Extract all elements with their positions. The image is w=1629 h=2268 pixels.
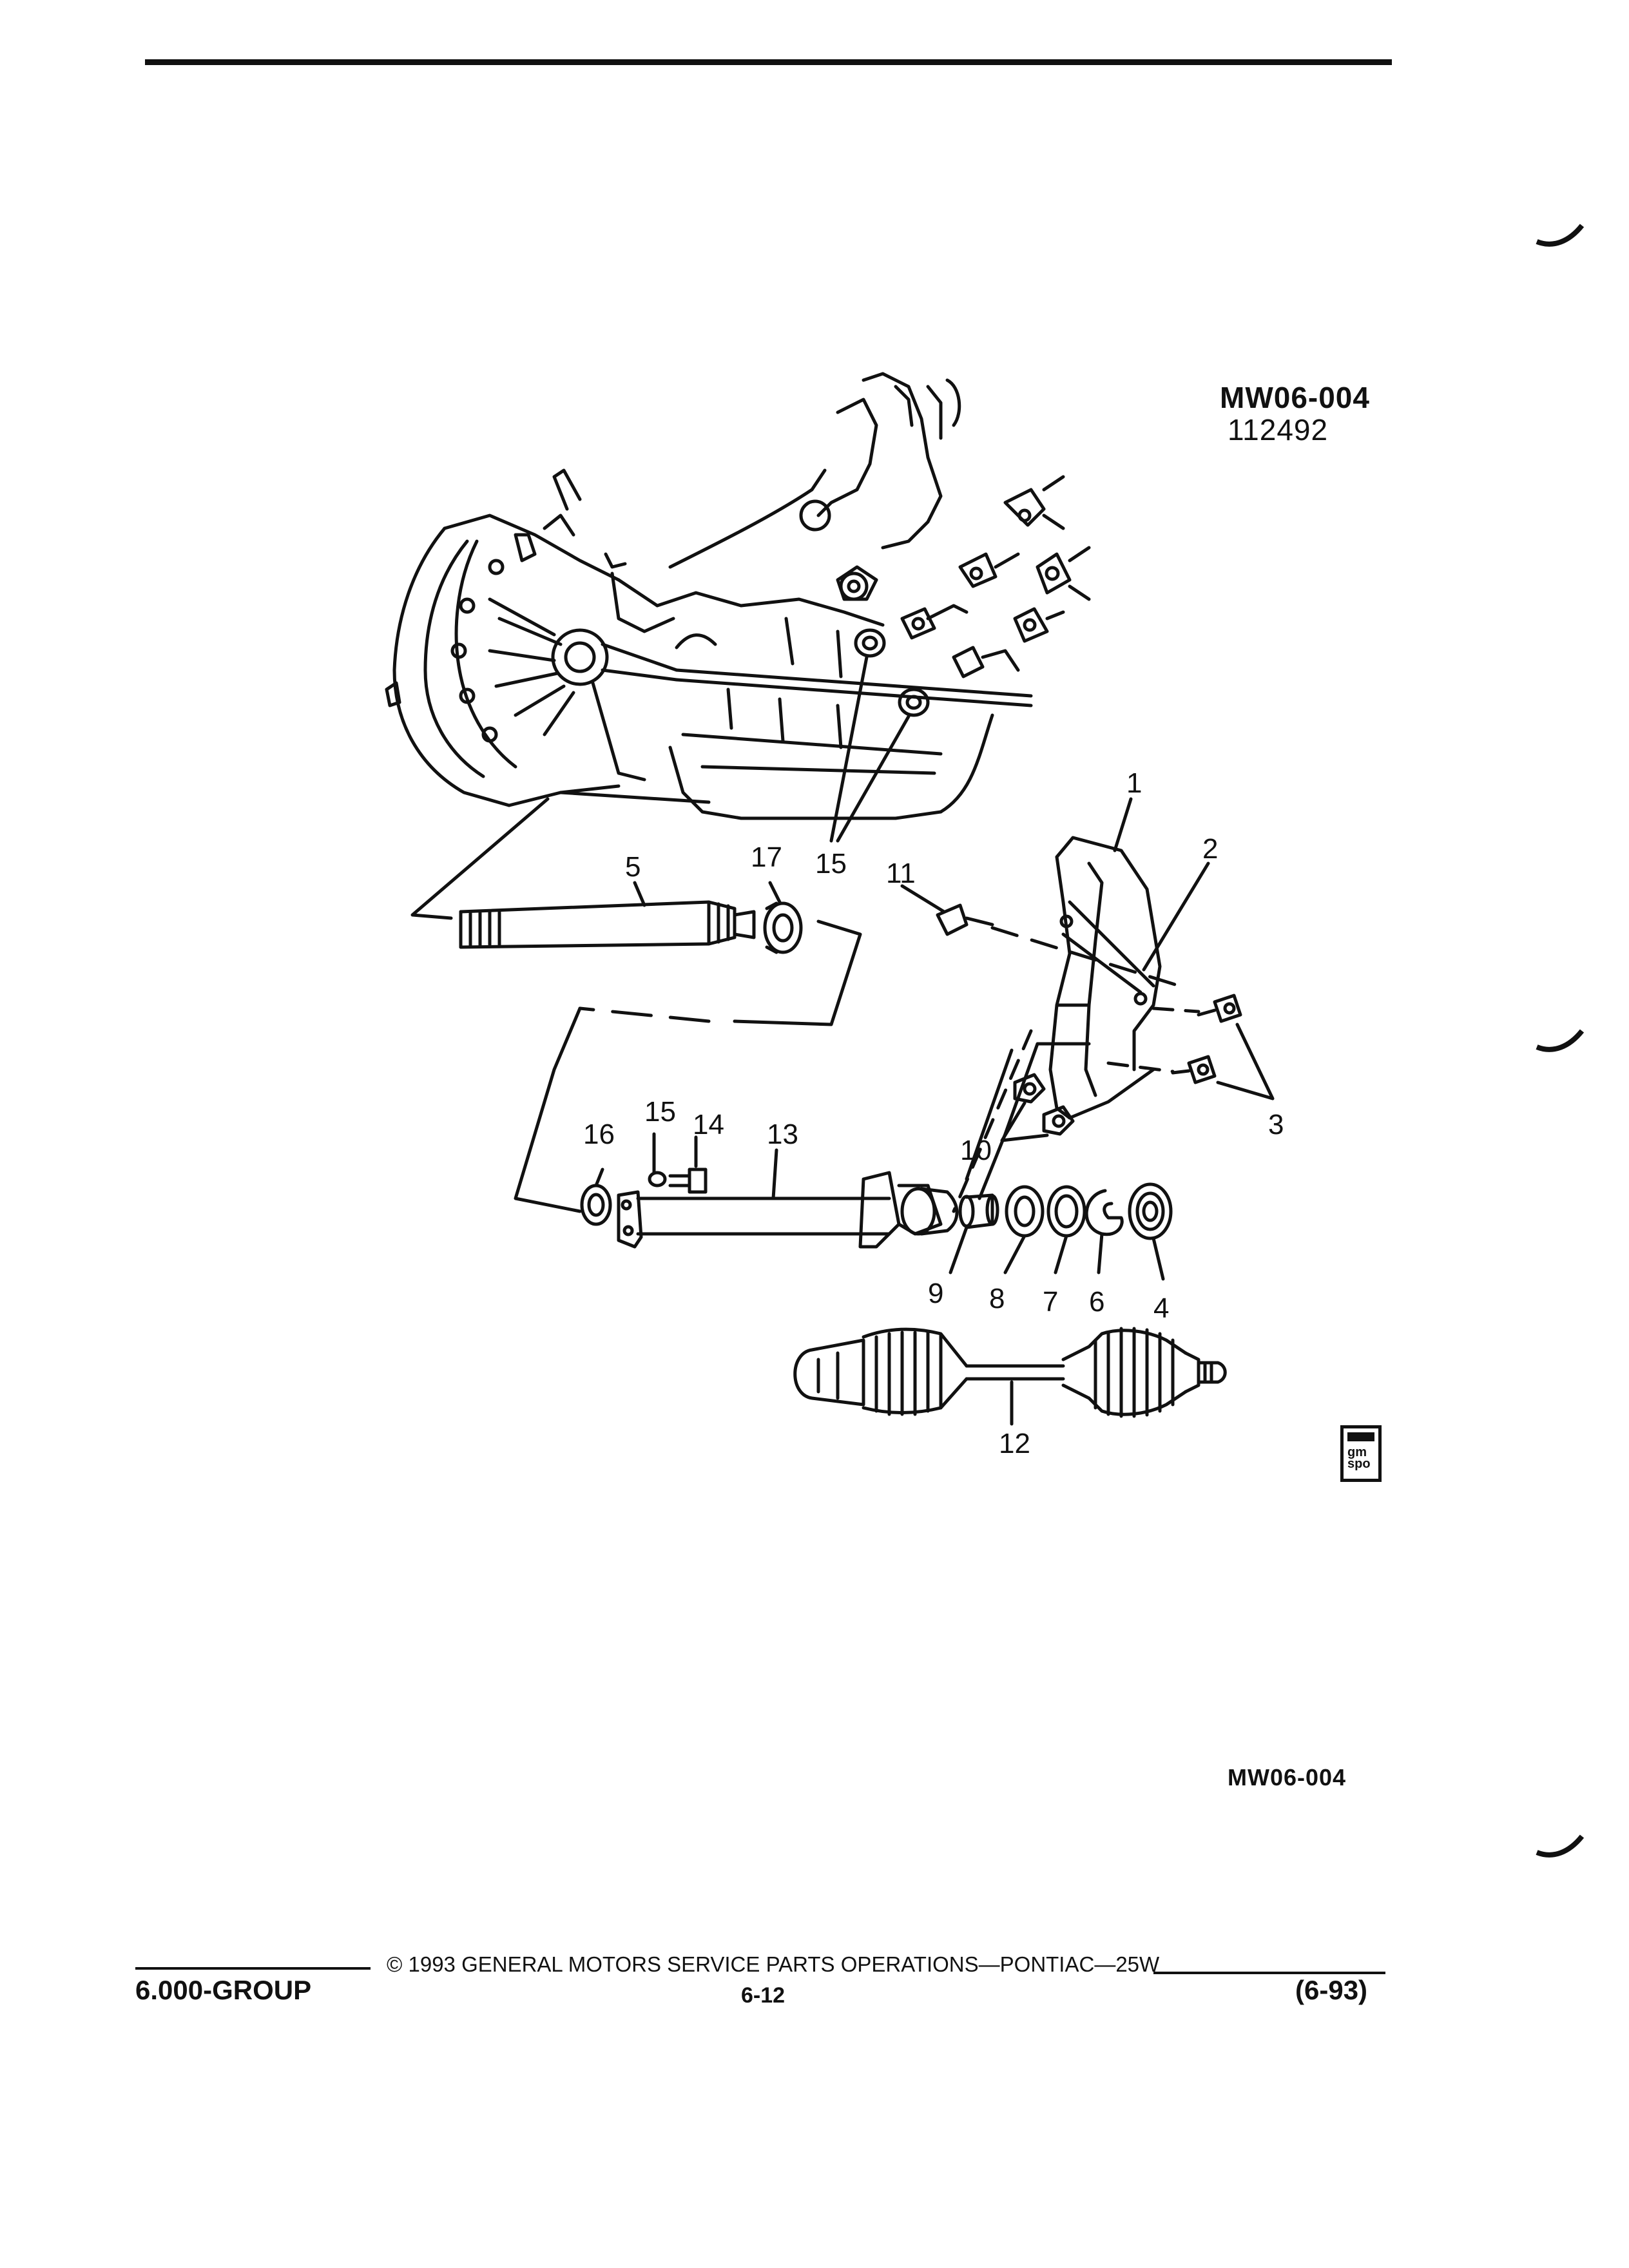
part-16-seal xyxy=(580,1184,612,1226)
transaxle-housing xyxy=(385,372,1033,820)
callout-3: 3 xyxy=(1268,1109,1284,1140)
footer-rule-left xyxy=(135,1967,371,1970)
part-3-bolt-lower xyxy=(1187,1055,1217,1084)
callout-8: 8 xyxy=(989,1283,1005,1314)
callout-6: 6 xyxy=(1089,1286,1104,1318)
callout-7: 7 xyxy=(1043,1286,1058,1318)
footer-rule-right xyxy=(1153,1972,1385,1974)
part-13-tube xyxy=(617,1171,959,1249)
part-4-bearing xyxy=(1128,1182,1173,1240)
part-3-bolt-upper xyxy=(1213,994,1242,1023)
part-9-bushing xyxy=(958,1193,999,1229)
callout-15-housing: 15 xyxy=(815,848,847,879)
callout-17: 17 xyxy=(751,841,782,873)
diagram-ref-code: MW06-004 xyxy=(1220,381,1370,414)
part-10-nut-upper xyxy=(1013,1073,1046,1104)
part-6-retaining-ring xyxy=(1084,1189,1124,1236)
callout-5: 5 xyxy=(625,851,641,883)
callout-12: 12 xyxy=(999,1428,1030,1459)
callout-14: 14 xyxy=(693,1109,724,1140)
part-14-bolt xyxy=(688,1168,708,1194)
part-12-drive-axle xyxy=(793,1327,1227,1418)
footer-group: 6.000-GROUP xyxy=(135,1975,312,2005)
housing-mount-bolts xyxy=(900,475,1091,678)
part-11-bolt xyxy=(936,903,969,936)
callout-10: 10 xyxy=(960,1135,992,1166)
callout-15-tube: 15 xyxy=(644,1096,676,1128)
scan-mark-3 xyxy=(1536,1834,1585,1858)
part-8-washer xyxy=(1005,1185,1045,1238)
callout-1: 1 xyxy=(1126,767,1142,799)
callout-4: 4 xyxy=(1153,1293,1169,1324)
callout-13: 13 xyxy=(767,1119,798,1150)
part-1-bracket xyxy=(1048,836,1162,1120)
scan-mark-1 xyxy=(1536,224,1585,247)
callout-9: 9 xyxy=(928,1278,943,1309)
part-7-washer xyxy=(1046,1185,1086,1238)
scan-mark-2 xyxy=(1536,1029,1585,1052)
footer-copyright: © 1993 GENERAL MOTORS SERVICE PARTS OPER… xyxy=(387,1952,1160,1976)
part-17-seal xyxy=(763,901,803,954)
part-10-nut-lower xyxy=(1042,1105,1075,1136)
diagram-ref-number: 112492 xyxy=(1228,413,1329,447)
callout-16: 16 xyxy=(583,1119,615,1150)
part-5-intermediate-shaft xyxy=(459,900,756,949)
footer-revision: (6-93) xyxy=(1295,1975,1368,2005)
callout-2: 2 xyxy=(1202,833,1218,865)
figure-bottom-ref: MW06-004 xyxy=(1228,1764,1347,1791)
footer-page-number: 6-12 xyxy=(741,1983,786,2008)
top-rule xyxy=(145,59,1392,65)
callout-11: 11 xyxy=(886,858,916,889)
